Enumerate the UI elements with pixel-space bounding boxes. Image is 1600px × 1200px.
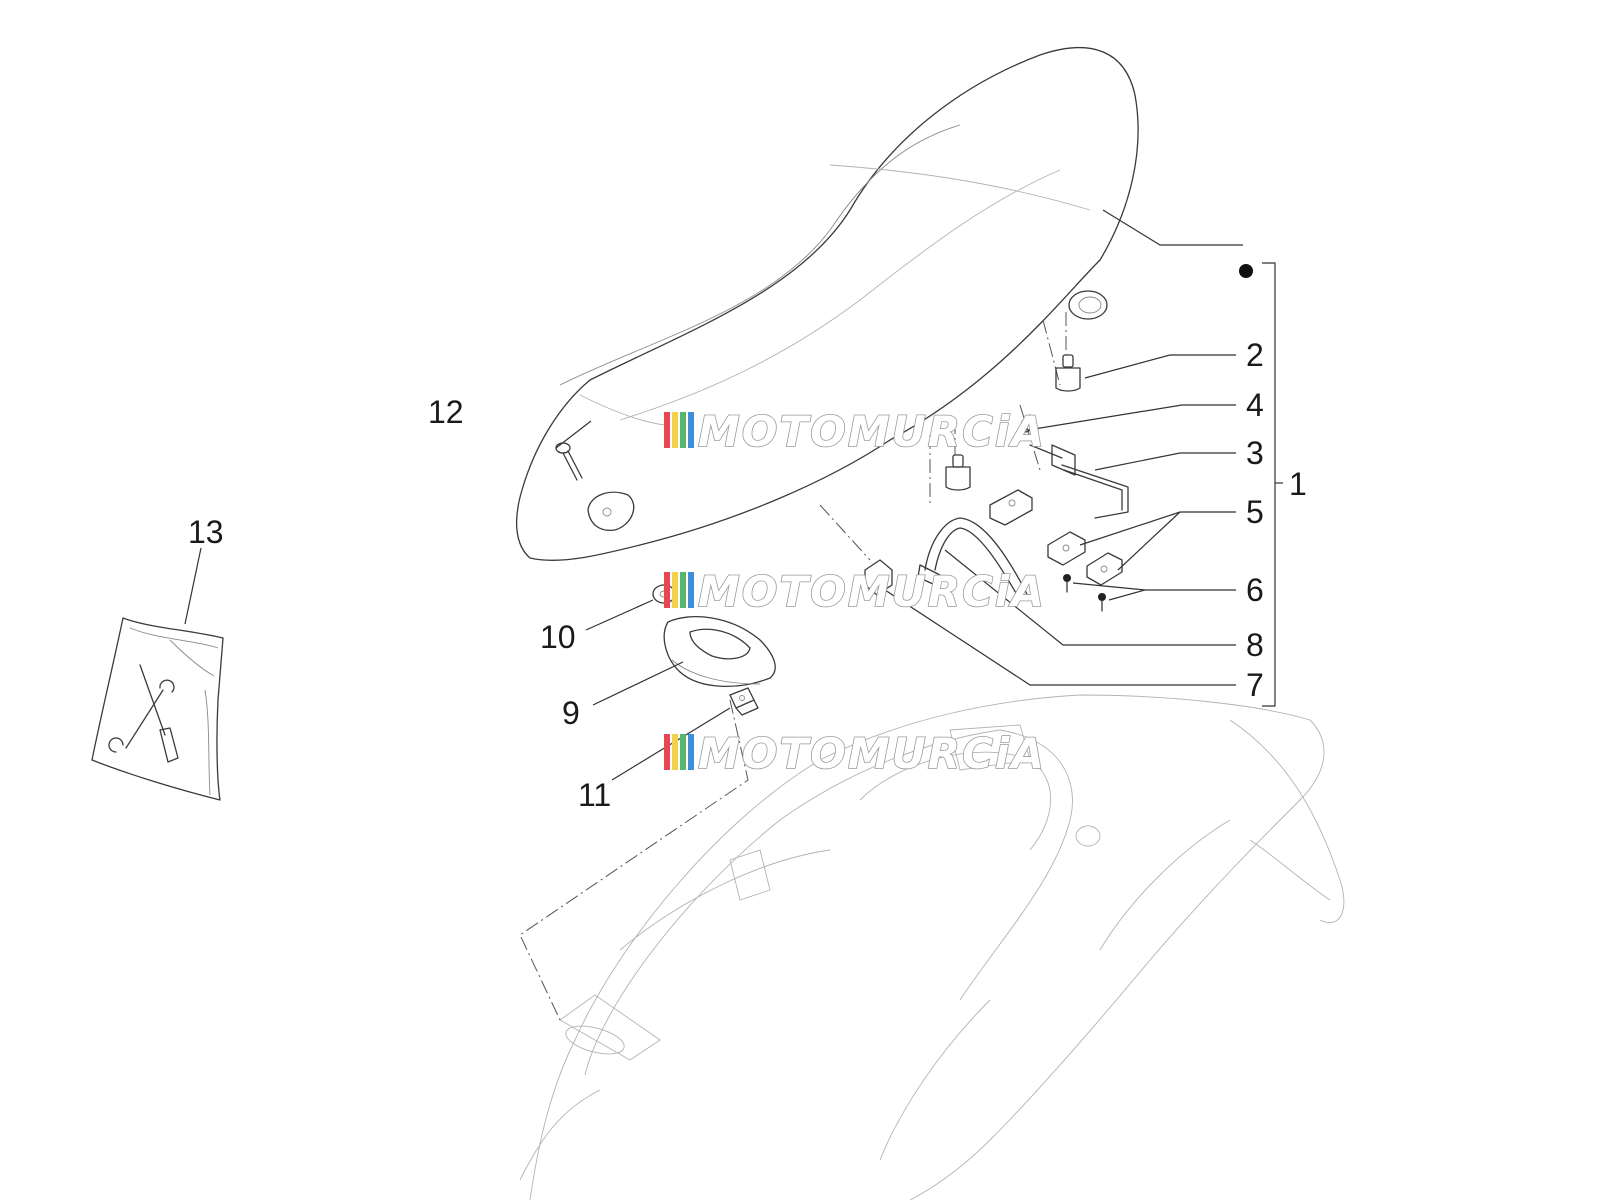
seat-lock-hook[interactable] [1029,444,1129,519]
callout-4[interactable]: 4 [1246,387,1264,423]
callout-8[interactable]: 8 [1246,627,1264,663]
callout-7[interactable]: 7 [1246,667,1264,703]
watermark-stripes [664,412,694,448]
watermark: MOTOMURCiA [664,566,1046,617]
callout-6[interactable]: 6 [1246,572,1264,608]
leader-lines [184,209,1283,781]
tool-kit-bag[interactable] [91,617,224,801]
callout-11[interactable]: 11 [578,777,611,813]
seat-assembly[interactable] [516,47,1139,561]
watermark: MOTOMURCiA [664,406,1046,457]
assembly-lines [519,312,1067,1021]
watermark-text: MOTOMURCiA [698,407,1046,456]
callout-3[interactable]: 3 [1246,435,1264,471]
bracket-screw[interactable] [1063,574,1106,612]
callout-2[interactable]: 2 [1246,337,1264,373]
front-screw[interactable] [555,442,583,481]
rubber-buffer[interactable] [945,354,1081,491]
callout-10[interactable]: 10 [540,619,576,655]
watermark: MOTOMURCiA [664,728,1046,779]
seat-strap[interactable] [917,517,1031,601]
rear-handle-cover[interactable] [663,616,776,687]
callout-1[interactable]: 1 [1289,466,1307,502]
callout-5[interactable]: 5 [1246,494,1264,530]
callout-9[interactable]: 9 [562,695,580,731]
spring-nut[interactable] [729,687,759,716]
hinge-pad[interactable] [989,489,1033,526]
hook-bracket[interactable] [1047,531,1123,586]
watermark-stripes [664,734,694,770]
assembly-dot [1239,264,1253,278]
callout-12[interactable]: 12 [428,394,464,430]
watermark-text: MOTOMURCiA [698,729,1046,778]
watermark-text: MOTOMURCiA [698,567,1046,616]
seat-clip[interactable] [864,559,893,596]
callout-13[interactable]: 13 [188,514,224,550]
callout-labels: 1 2 3 4 5 6 7 8 9 10 11 12 13 [188,337,1307,813]
spring-clip[interactable] [1020,414,1031,433]
watermark-stripes [664,572,694,608]
rear-body-frame [519,694,1345,1200]
